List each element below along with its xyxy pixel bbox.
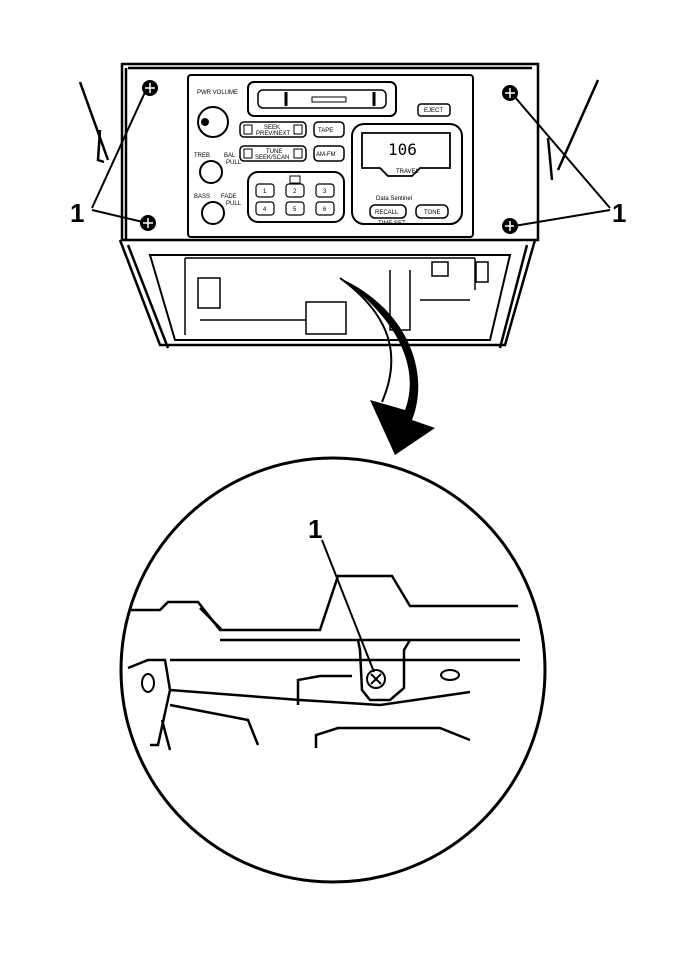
screw-icon	[366, 669, 386, 689]
tune-label: TUNE	[266, 149, 282, 155]
treble-knob[interactable]	[199, 160, 223, 184]
recall-sub-label: TIME SET	[378, 221, 406, 227]
am-fm-label: AM-FM	[316, 152, 336, 158]
recall-label: RECALL	[375, 210, 399, 216]
seek-button[interactable]	[239, 121, 307, 138]
preset-button-2[interactable]	[285, 183, 305, 198]
tape-label: TAPE	[318, 128, 333, 134]
preset-label-5: 5	[293, 207, 297, 213]
callout-detail: 1	[308, 514, 322, 544]
display-sub-label: TRAVEL	[396, 169, 420, 175]
recall-button[interactable]	[369, 204, 407, 219]
bass-knob[interactable]	[201, 201, 225, 225]
preset-label-3: 3	[323, 189, 327, 195]
preset-label-4: 4	[263, 207, 267, 213]
bal-sub-label: PULL	[226, 160, 242, 166]
callout-right: 1	[612, 198, 626, 228]
am-fm-button[interactable]	[313, 145, 345, 162]
screw-icon	[140, 215, 156, 231]
preset-button-6[interactable]	[315, 201, 335, 216]
curved-arrow-icon	[339, 277, 435, 455]
data-sentinel-label: Data Sentinel	[376, 196, 412, 202]
prev-next-label: PREV/NEXT	[256, 131, 290, 137]
tape-button[interactable]	[313, 121, 345, 138]
preset-label-1: 1	[263, 189, 267, 195]
eject-label: EJECT	[424, 108, 443, 114]
eject-button[interactable]	[417, 103, 451, 117]
display-frequency: 106	[388, 140, 417, 159]
preset-label-2: 2	[293, 189, 297, 195]
detail-view: 1	[119, 456, 547, 884]
tune-button[interactable]	[239, 145, 307, 162]
fade-sub-label: PULL	[226, 201, 242, 207]
bass-label: BASS	[194, 194, 210, 200]
tone-label: TONE	[424, 210, 441, 216]
bal-label: BAL	[224, 153, 236, 159]
preset-button-5[interactable]	[285, 201, 305, 216]
volume-knob-label: PWR VOLUME	[197, 90, 238, 96]
screw-icon	[502, 218, 518, 234]
radio-housing	[78, 62, 600, 349]
preset-button-3[interactable]	[315, 183, 335, 198]
preset-label-6: 6	[323, 207, 327, 213]
fade-label: FADE	[221, 194, 237, 200]
seek-label: SEEK	[264, 125, 280, 131]
radio-faceplate: PWR VOLUME TREB BAL PULL BASS FADE PULL …	[187, 74, 474, 238]
tone-button[interactable]	[415, 204, 449, 219]
preset-button-1[interactable]	[255, 183, 275, 198]
preset-pad: 1 2 3 4 5 6	[247, 171, 345, 223]
preset-button-4[interactable]	[255, 201, 275, 216]
tune-sub-label: SEEK/SCAN	[255, 155, 289, 161]
treble-label: TREB	[194, 153, 210, 159]
callout-leaders	[91, 89, 611, 227]
callout-left: 1	[70, 198, 84, 228]
volume-knob[interactable]	[197, 106, 229, 138]
